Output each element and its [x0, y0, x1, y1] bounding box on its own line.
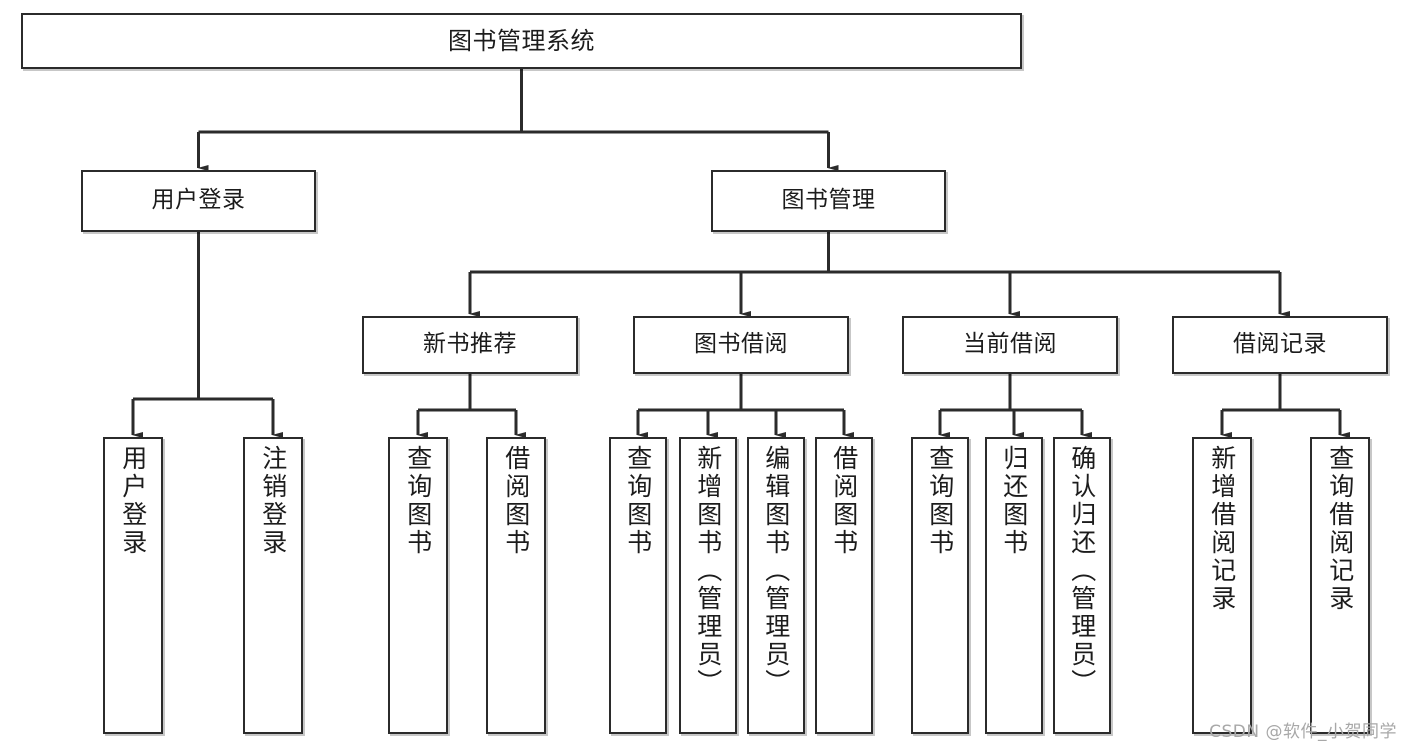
- node-label: 新书推荐: [423, 331, 517, 358]
- node-book-borrow[interactable]: 图书借阅: [633, 316, 849, 374]
- node-label: 借阅图书: [501, 445, 531, 557]
- node-leaf-query-borrow-record[interactable]: 查询借阅记录: [1310, 437, 1370, 734]
- node-leaf-return-book[interactable]: 归还图书: [985, 437, 1043, 734]
- node-leaf-add-book-admin[interactable]: 新增图书（管理员）: [679, 437, 737, 734]
- node-leaf-query-book-2[interactable]: 查询图书: [609, 437, 667, 734]
- node-label: 当前借阅: [963, 331, 1057, 358]
- node-label: 确认归还（管理员）: [1067, 445, 1097, 697]
- watermark-label: CSDN @软件_小贺同学: [1209, 722, 1397, 742]
- node-label: 新增借阅记录: [1207, 445, 1237, 613]
- node-label: 注销登录: [258, 445, 288, 557]
- node-leaf-logout-login[interactable]: 注销登录: [243, 437, 303, 734]
- node-user-login[interactable]: 用户登录: [81, 170, 316, 232]
- node-leaf-borrow-book-2[interactable]: 借阅图书: [815, 437, 873, 734]
- node-label: 借阅记录: [1233, 331, 1327, 358]
- node-leaf-confirm-return-admin[interactable]: 确认归还（管理员）: [1053, 437, 1111, 734]
- node-label: 查询借阅记录: [1325, 445, 1355, 613]
- node-leaf-query-book-3[interactable]: 查询图书: [911, 437, 969, 734]
- node-label: 归还图书: [999, 445, 1029, 557]
- node-root[interactable]: 图书管理系统: [21, 13, 1022, 69]
- node-label: 用户登录: [118, 445, 148, 557]
- connector-paths: [131, 69, 1350, 438]
- node-leaf-borrow-book-1[interactable]: 借阅图书: [486, 437, 546, 734]
- node-label: 图书管理: [781, 187, 876, 214]
- node-label: 编辑图书（管理员）: [761, 445, 791, 697]
- node-label: 新增图书（管理员）: [693, 445, 723, 697]
- node-leaf-query-book-1[interactable]: 查询图书: [388, 437, 448, 734]
- node-label: 图书借阅: [694, 331, 788, 358]
- node-new-book-recommend[interactable]: 新书推荐: [362, 316, 578, 374]
- node-label: 查询图书: [403, 445, 433, 557]
- node-current-borrow[interactable]: 当前借阅: [902, 316, 1118, 374]
- node-label: 用户登录: [151, 187, 246, 214]
- node-label: 图书管理系统: [448, 26, 595, 55]
- node-leaf-add-borrow-record[interactable]: 新增借阅记录: [1192, 437, 1252, 734]
- node-label: 查询图书: [925, 445, 955, 557]
- node-leaf-user-login[interactable]: 用户登录: [103, 437, 163, 734]
- node-leaf-edit-book-admin[interactable]: 编辑图书（管理员）: [747, 437, 805, 734]
- node-borrow-record[interactable]: 借阅记录: [1172, 316, 1388, 374]
- node-label: 查询图书: [623, 445, 653, 557]
- node-book-manage[interactable]: 图书管理: [711, 170, 946, 232]
- node-label: 借阅图书: [829, 445, 859, 557]
